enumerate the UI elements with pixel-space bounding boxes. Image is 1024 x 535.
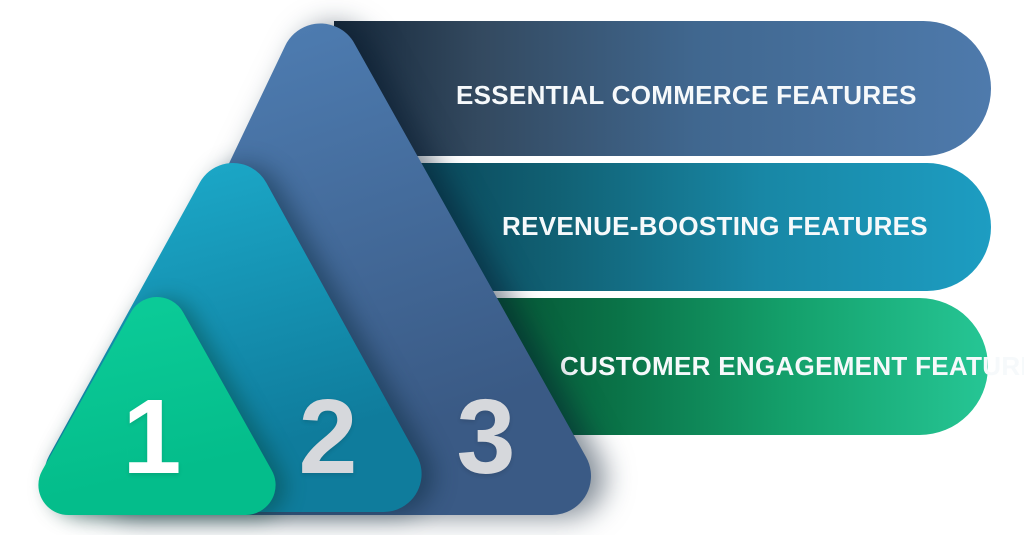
level-number-1: 1 (122, 378, 182, 496)
bar-revenue-boosting-features-label: REVENUE-BOOSTING FEATURES (502, 211, 928, 241)
bar-revenue-boosting-features: REVENUE-BOOSTING FEATURES (415, 163, 991, 291)
bar-essential-commerce-features-label: ESSENTIAL COMMERCE FEATURES (456, 79, 917, 110)
level-number-3: 3 (456, 378, 516, 496)
bar-customer-engagement-features: CUSTOMER ENGAGEMENT FEATURES (490, 298, 1024, 435)
level-number-2: 2 (298, 378, 358, 496)
triangle-level-1 (38, 297, 276, 515)
bar-essential-commerce-features: ESSENTIAL COMMERCE FEATURES (334, 21, 991, 156)
bar-customer-engagement-features-label: CUSTOMER ENGAGEMENT FEATURES (560, 350, 1024, 381)
